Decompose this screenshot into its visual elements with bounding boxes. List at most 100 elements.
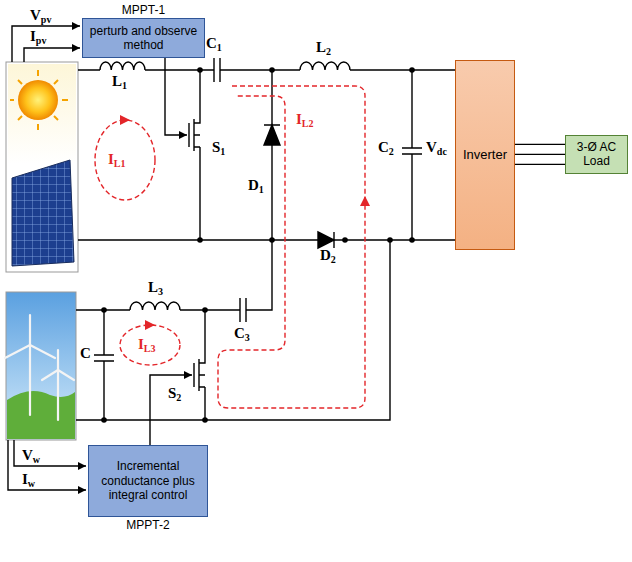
solar-panel-picture <box>18 80 22 84</box>
phase-line <box>515 154 565 155</box>
junction-dot <box>202 307 208 313</box>
solar-panel-picture <box>18 116 22 120</box>
wind-turbine-picture <box>58 370 74 380</box>
junction-dot <box>197 67 203 73</box>
solar-panel-picture <box>54 116 58 120</box>
capacitor-symbol <box>402 70 422 240</box>
junction-dot <box>269 237 275 243</box>
component-label: S2 <box>168 386 181 401</box>
junction-dot <box>387 237 393 243</box>
component-label: L1 <box>112 74 127 89</box>
wind-turbine-picture <box>30 345 55 358</box>
current-arrow <box>360 196 370 206</box>
gate-wire <box>165 56 187 135</box>
box-text: 3-Ø AC Load <box>569 140 624 169</box>
component-label: Vdc <box>426 140 447 155</box>
mosfet-symbol <box>189 70 200 240</box>
solar-panel-picture <box>12 160 74 266</box>
junction-dot <box>269 67 275 73</box>
gate-wire <box>150 375 192 450</box>
capacitor-symbol <box>214 58 220 82</box>
current-loop <box>218 86 365 408</box>
solar-panel-picture <box>37 70 39 76</box>
wind-turbine-picture <box>5 292 76 440</box>
component-label: S1 <box>212 140 225 155</box>
inverter-box: Inverter <box>455 60 515 250</box>
component-label: C3 <box>234 326 250 341</box>
current-arrow <box>145 320 155 330</box>
solar-panel-picture <box>62 99 68 101</box>
inductor-symbol <box>130 302 180 310</box>
solar-panel-picture <box>37 124 39 130</box>
current-loop <box>95 86 365 408</box>
inductor-symbol <box>300 62 350 70</box>
wire <box>78 239 455 240</box>
solar-panel-picture <box>10 70 68 130</box>
wind-turbine-picture <box>57 350 59 370</box>
mppt-box: MPPT-1perturb and observe method <box>82 18 205 58</box>
current-label: IL3 <box>138 337 156 352</box>
box-text: perturb and observe method <box>88 24 199 53</box>
component-label: Vpv <box>30 8 51 23</box>
component-label: L2 <box>316 40 331 55</box>
component-label: Vw <box>22 448 40 463</box>
component-label: C <box>80 346 91 361</box>
wind-turbine-picture <box>29 315 31 345</box>
junction-dot <box>409 237 415 243</box>
phase-line <box>515 144 565 145</box>
junction-dot <box>101 307 107 313</box>
mppt-box: MPPT-2Incremental conductance plus integ… <box>88 445 208 517</box>
three-phase-lines <box>515 144 565 164</box>
component-label: D1 <box>248 178 264 193</box>
solar-panel-picture <box>54 80 58 84</box>
sense-wire <box>8 440 86 490</box>
wire <box>78 69 455 70</box>
component-label: C1 <box>206 36 222 51</box>
diode-symbol <box>264 125 280 145</box>
load-box: 3-Ø AC Load <box>565 135 628 174</box>
component-label: C2 <box>378 140 394 155</box>
junction-dot <box>101 417 107 423</box>
sense-wire <box>14 440 86 466</box>
box-text: Inverter <box>458 147 512 163</box>
capacitor-symbol <box>94 310 114 420</box>
component-label: Ipv <box>30 29 46 44</box>
box-text: Incremental conductance plus integral co… <box>94 459 202 502</box>
solar-panel-picture <box>18 80 58 120</box>
component-label: D2 <box>320 248 336 263</box>
wind-turbine-picture <box>29 345 31 415</box>
current-loop <box>120 325 180 365</box>
current-label: IL2 <box>296 112 314 127</box>
inductor-symbol <box>100 62 145 70</box>
current-arrow <box>120 115 370 330</box>
wind-turbine-picture <box>5 345 30 358</box>
wind-turbine-picture <box>42 370 58 380</box>
wind-turbine-picture <box>6 292 76 440</box>
current-arrow <box>120 115 130 125</box>
solar-panel-picture <box>6 62 78 272</box>
wind-turbine-picture <box>7 391 75 439</box>
junction-dot <box>101 67 415 423</box>
wind-turbine-picture <box>57 370 59 420</box>
junction-dot <box>409 67 415 73</box>
junction-dot <box>342 237 348 243</box>
component-label: L3 <box>148 280 163 295</box>
junction-dot <box>197 237 203 243</box>
diode-symbol <box>318 232 334 248</box>
solar-panel-picture <box>8 64 76 164</box>
sense-wire <box>24 48 80 62</box>
wire <box>76 240 272 310</box>
mosfet-symbol <box>194 310 205 420</box>
capacitor-symbol <box>240 298 246 322</box>
wire <box>76 240 390 420</box>
box-heading: MPPT-1 <box>73 3 214 17</box>
current-label: IL1 <box>108 152 126 167</box>
solar-panel-picture <box>10 99 14 101</box>
junction-dot <box>202 417 208 423</box>
sense-wire <box>12 26 80 62</box>
component-label: Iw <box>22 472 35 487</box>
phase-line <box>515 164 565 165</box>
box-heading: MPPT-2 <box>79 518 217 532</box>
